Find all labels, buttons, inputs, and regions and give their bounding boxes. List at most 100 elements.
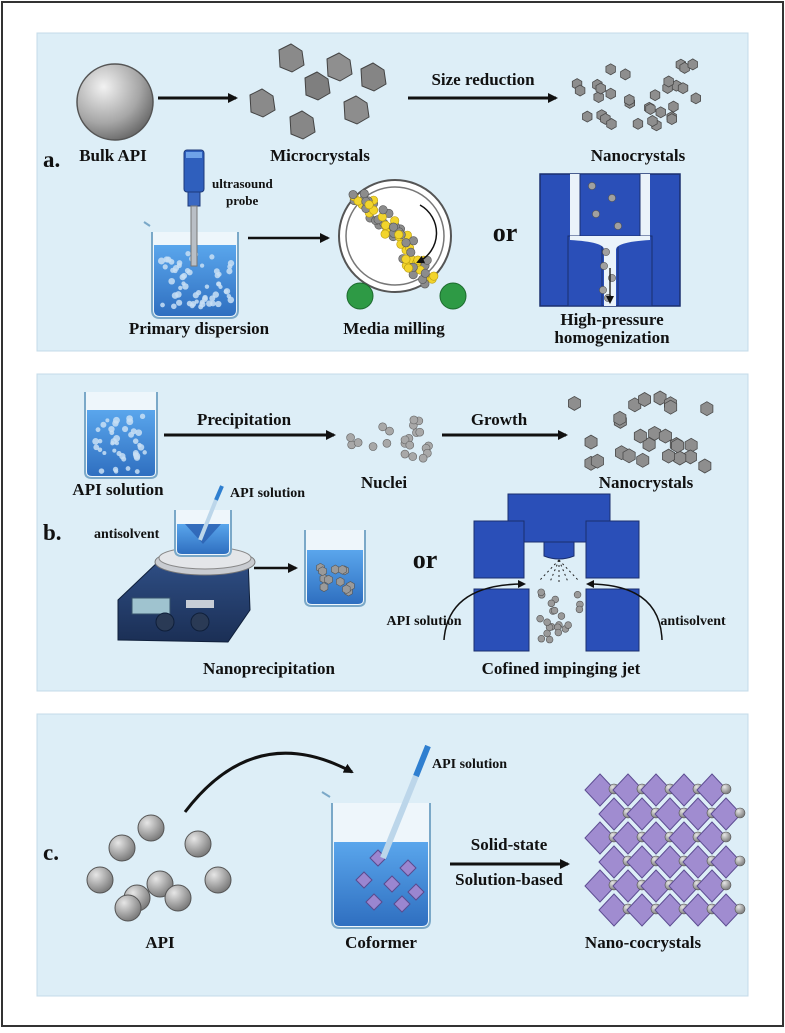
nanocrystal-particle bbox=[647, 115, 658, 127]
nanocrystal-particle bbox=[687, 58, 698, 71]
liquid-bubble bbox=[110, 441, 115, 446]
nanocrystals-cluster-a bbox=[571, 58, 701, 132]
nucleus-particle bbox=[409, 415, 419, 425]
liquid-bubble bbox=[209, 295, 216, 302]
dispersion-particles bbox=[157, 250, 235, 310]
liquid-bubble bbox=[113, 435, 121, 442]
liquid-bubble bbox=[134, 469, 140, 474]
impinging-jet-mixer bbox=[443, 493, 663, 652]
coformer-octahedron bbox=[654, 845, 686, 879]
jet-particle bbox=[543, 618, 551, 626]
homogenizer-particle bbox=[608, 194, 616, 202]
jet-particle bbox=[573, 590, 582, 599]
pipette-api-solution-label: API solution bbox=[230, 486, 306, 501]
nanocrystal-particle bbox=[664, 399, 678, 415]
coformer-octahedron bbox=[612, 869, 644, 903]
nanocrystal-particle bbox=[677, 82, 689, 95]
api-molecule bbox=[734, 903, 746, 915]
liquid-bubble bbox=[130, 428, 137, 435]
drug-particle bbox=[408, 236, 418, 246]
bulk-api-sphere bbox=[76, 63, 154, 141]
coformer-label: Coformer bbox=[345, 933, 417, 952]
nucleus-particle bbox=[382, 439, 392, 448]
jet-particle bbox=[547, 599, 556, 608]
nanocrystal-particle bbox=[595, 82, 606, 95]
liquid-bubble bbox=[132, 451, 139, 458]
nanocrystal-particle bbox=[662, 448, 675, 464]
liquid-bubble bbox=[125, 466, 131, 471]
api-label: API bbox=[145, 933, 175, 952]
liquid-bubble bbox=[108, 425, 115, 433]
coformer-octahedron bbox=[584, 773, 616, 807]
roller-right bbox=[439, 282, 467, 310]
coformer-octahedron bbox=[640, 821, 672, 855]
api-particle bbox=[108, 834, 136, 862]
milling-bead bbox=[394, 230, 404, 240]
liquid-bubble bbox=[168, 277, 175, 285]
drug-particle bbox=[401, 238, 411, 248]
milling-bead bbox=[429, 271, 439, 281]
liquid-bubble bbox=[98, 468, 105, 474]
homogenizer-particle bbox=[599, 286, 607, 294]
size-reduction-label: Size reduction bbox=[431, 70, 535, 89]
liquid-bubble bbox=[182, 283, 189, 290]
nucleus-particle bbox=[346, 433, 355, 442]
nano-cocrystals-label: Nano-cocrystals bbox=[584, 933, 702, 952]
liquid-bubble bbox=[97, 447, 103, 453]
coformer-octahedron bbox=[598, 893, 630, 927]
liquid-bubble bbox=[176, 260, 183, 266]
jet-particles bbox=[536, 588, 584, 644]
liquid-bubble bbox=[142, 450, 147, 455]
liquid-bubble bbox=[227, 296, 235, 304]
primary-dispersion-label: Primary dispersion bbox=[128, 319, 270, 338]
pipette-api-solution-label-c: API solution bbox=[432, 757, 508, 772]
coformer-octahedron bbox=[626, 845, 658, 879]
nanocrystal-particle bbox=[624, 93, 635, 106]
jet-particle bbox=[575, 605, 584, 614]
liquid-bubble bbox=[209, 254, 215, 260]
api-molecule bbox=[720, 783, 732, 795]
coformer-octahedron bbox=[612, 773, 644, 807]
nanocrystal-particle bbox=[700, 401, 714, 417]
nucleus-particle bbox=[408, 452, 418, 461]
panel-a-letter: a. bbox=[43, 147, 61, 172]
liquid-bubble bbox=[100, 421, 107, 428]
liquid-bubble bbox=[227, 264, 233, 270]
liquid-bubble bbox=[92, 438, 99, 445]
nanocrystal-particle bbox=[606, 118, 617, 130]
api-molecule bbox=[734, 855, 746, 867]
liquid-bubble bbox=[102, 450, 107, 456]
nanocrystal-particle bbox=[690, 92, 701, 105]
drug-particle bbox=[348, 190, 358, 200]
ultrasound-probe bbox=[183, 149, 205, 267]
liquid-bubble bbox=[157, 257, 165, 265]
milling-bead bbox=[380, 229, 390, 239]
arrow-api-to-coformer bbox=[183, 751, 354, 813]
nucleus-particle bbox=[405, 440, 415, 450]
liquid-bubble bbox=[179, 274, 186, 281]
nanocrystal-particle bbox=[590, 453, 604, 469]
jet-particle bbox=[543, 629, 551, 638]
coformer-octahedron bbox=[710, 797, 742, 831]
api-molecule bbox=[720, 831, 732, 843]
liquid-bubble bbox=[168, 259, 175, 265]
liquid-bubble bbox=[112, 448, 117, 453]
nanocrystal-particle bbox=[582, 110, 593, 123]
precipitate-particle bbox=[335, 576, 345, 587]
liquid-bubble bbox=[97, 438, 103, 444]
nucleus-particle bbox=[368, 442, 378, 451]
jet-particle bbox=[554, 628, 563, 637]
nanocrystal-particle bbox=[574, 84, 586, 97]
roller-left bbox=[346, 282, 374, 310]
coformer-octahedron bbox=[584, 869, 616, 903]
coformer-octahedron bbox=[640, 773, 672, 807]
liquid-bubble bbox=[139, 413, 146, 419]
nanocrystal-particle bbox=[649, 89, 661, 102]
precipitate-particle bbox=[342, 584, 351, 595]
or-label-b: or bbox=[412, 545, 438, 574]
liquid-bubble bbox=[186, 269, 193, 276]
milling-bead bbox=[401, 254, 411, 264]
api-molecule bbox=[720, 879, 732, 891]
drug-particle bbox=[406, 247, 416, 257]
